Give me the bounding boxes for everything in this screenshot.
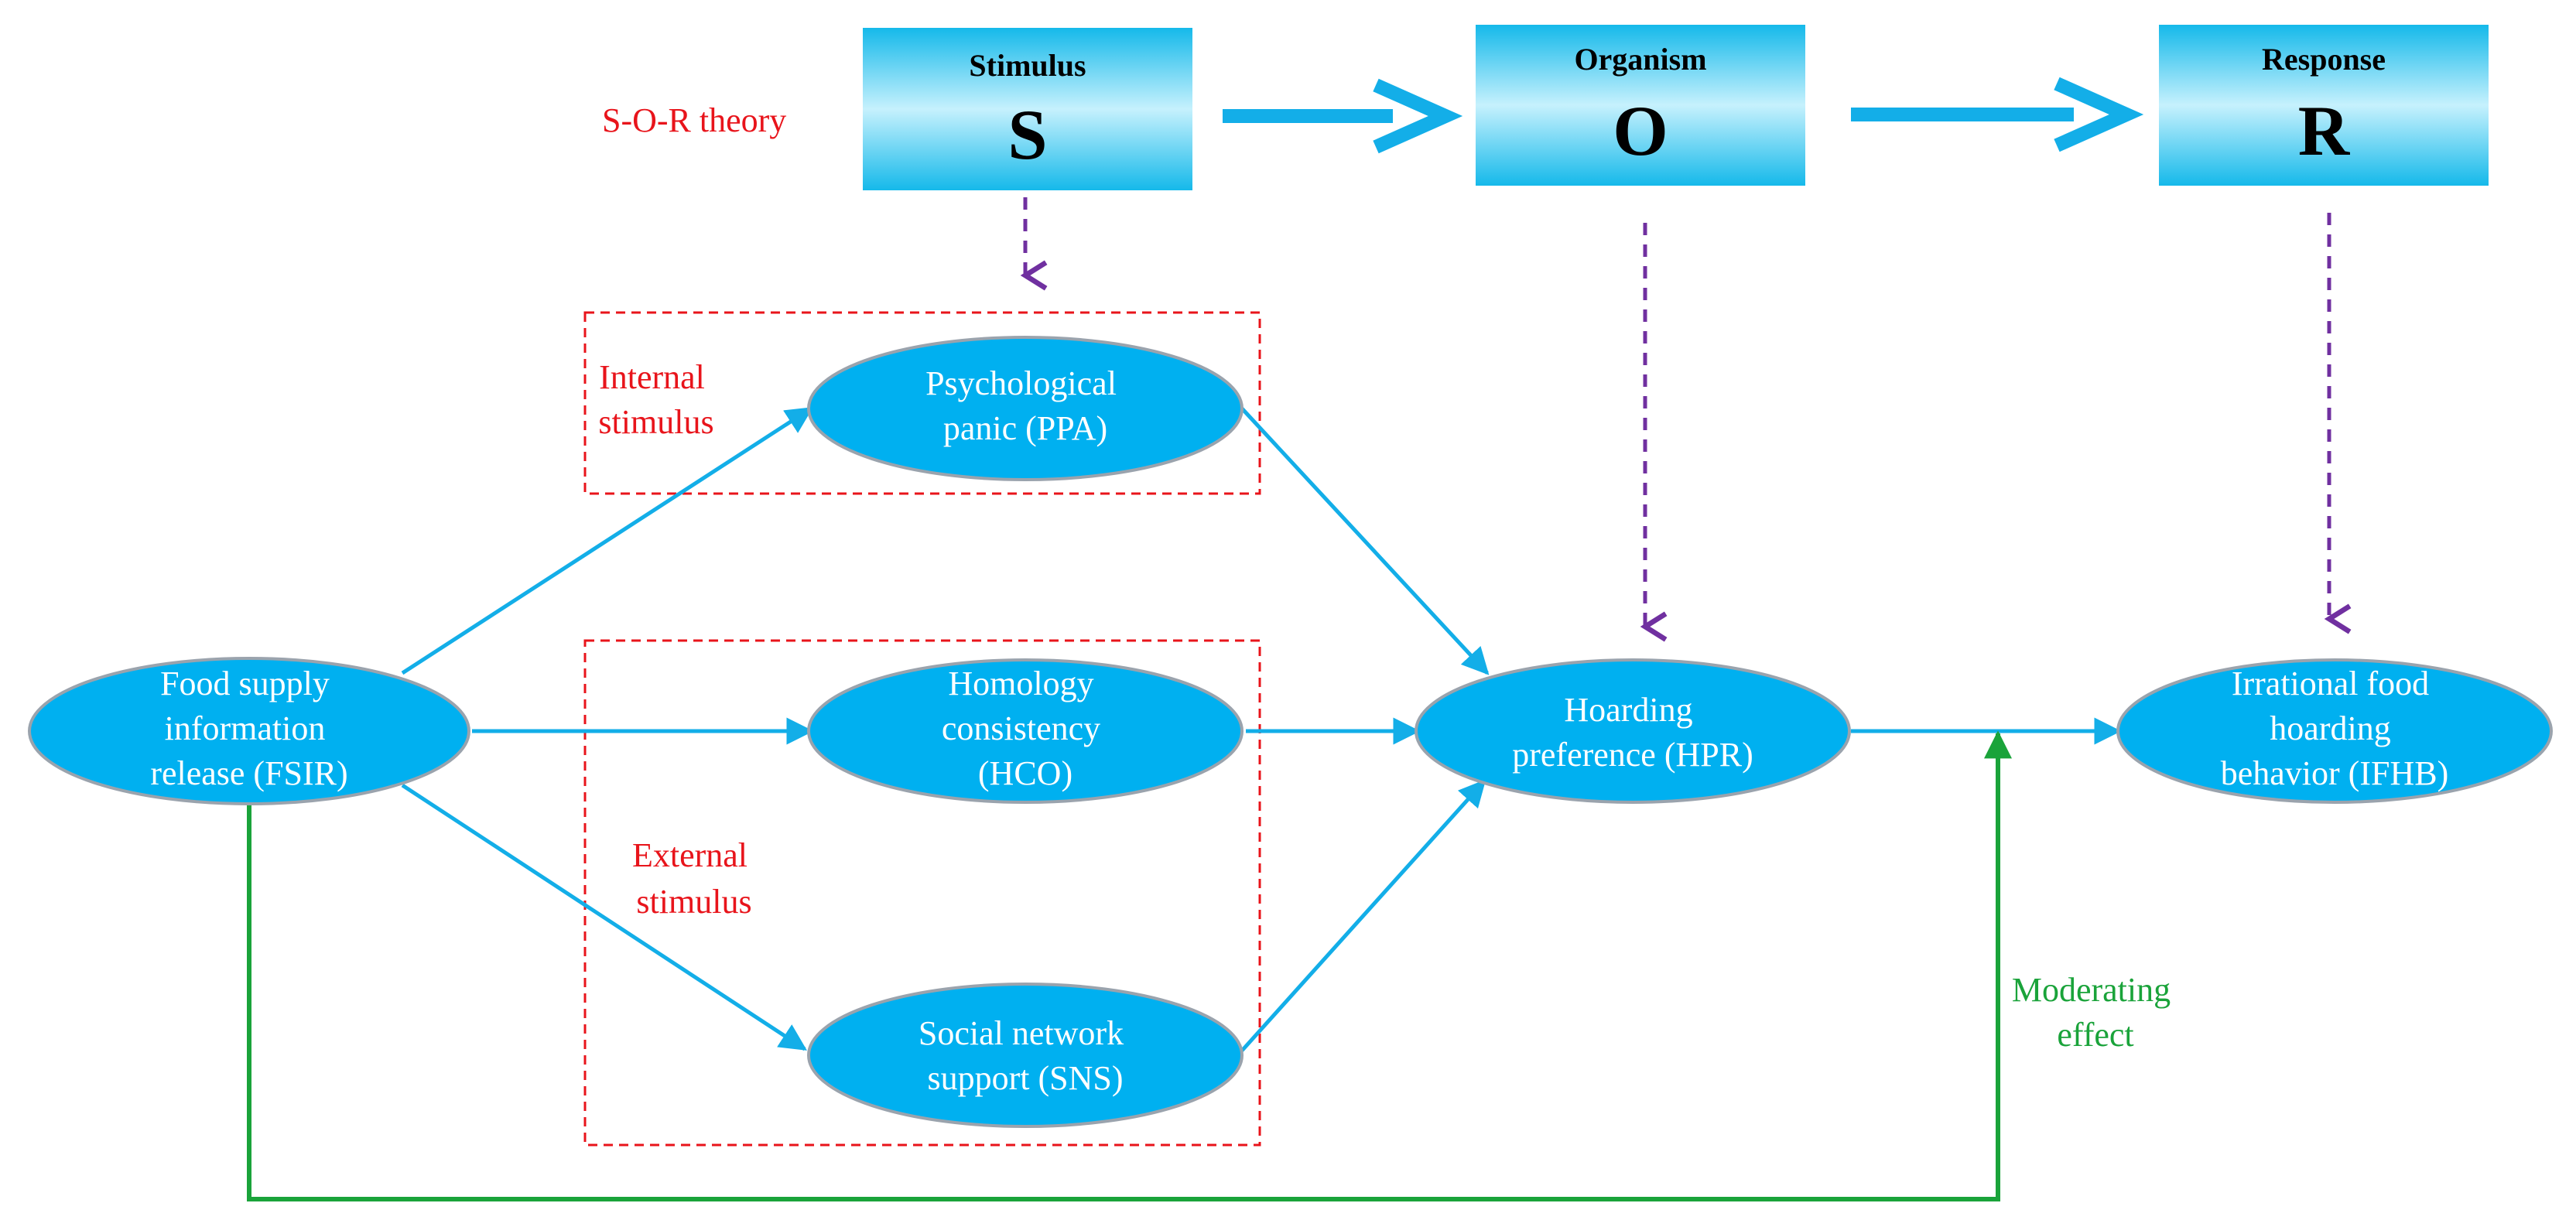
moderating-effect-path: [247, 730, 2012, 1201]
response-box: Response R: [2159, 25, 2489, 186]
node-fsir: Food supply information release (FSIR): [28, 657, 470, 805]
fsir-to-sns-arrow: [401, 783, 807, 1051]
node-hco: Homology consistency (HCO): [807, 658, 1244, 804]
internal-stimulus-label: Internal stimulus: [598, 358, 713, 441]
moderating-effect-label: Moderating effect: [2012, 971, 2179, 1054]
fsir-to-ppa-arrow: [401, 406, 813, 675]
organism-letter: O: [1613, 91, 1668, 170]
sor-theory-label: S-O-R theory: [602, 101, 786, 139]
organism-to-response-arrow: [1851, 77, 2144, 152]
svg-text:Hoarding preference (HPR: Hoarding preference (HPR): [1512, 691, 1753, 774]
external-stimulus-label: External stimulus: [632, 836, 756, 921]
ppa-to-hpr-arrow: [1240, 407, 1490, 675]
response-letter: R: [2298, 91, 2351, 170]
external-stimulus-group: [583, 639, 1261, 1147]
node-ppa: Psychological panic (PPA): [807, 336, 1244, 481]
organism-label: Organism: [1574, 42, 1706, 77]
organism-box: Organism O: [1476, 25, 1805, 186]
node-ifhb: Irrational food hoarding behavior (IFHB): [2116, 658, 2553, 804]
stimulus-label: Stimulus: [969, 48, 1086, 83]
svg-text:Social network support (: Social network support (SNS): [919, 1014, 1132, 1097]
svg-text:Psychological panic (PPA: Psychological panic (PPA): [925, 364, 1125, 447]
svg-text:Homology consistency: Homology consistency (HCO): [942, 665, 1109, 792]
svg-text:Food supply information: Food supply information release (FSIR): [150, 665, 347, 792]
sns-to-hpr-arrow: [1240, 779, 1486, 1052]
stimulus-letter: S: [1007, 95, 1047, 174]
internal-stimulus-group: [583, 311, 1261, 495]
response-label: Response: [2262, 42, 2386, 77]
node-hpr: Hoarding preference (HPR): [1415, 658, 1851, 804]
svg-text:Irrational food hoarding: Irrational food hoarding behavior (IFHB): [2221, 665, 2449, 792]
stimulus-box: Stimulus S: [863, 28, 1192, 190]
path-arrows: [401, 406, 2122, 1052]
stimulus-to-organism-arrow: [1223, 78, 1463, 154]
node-sns: Social network support (SNS): [807, 983, 1244, 1128]
